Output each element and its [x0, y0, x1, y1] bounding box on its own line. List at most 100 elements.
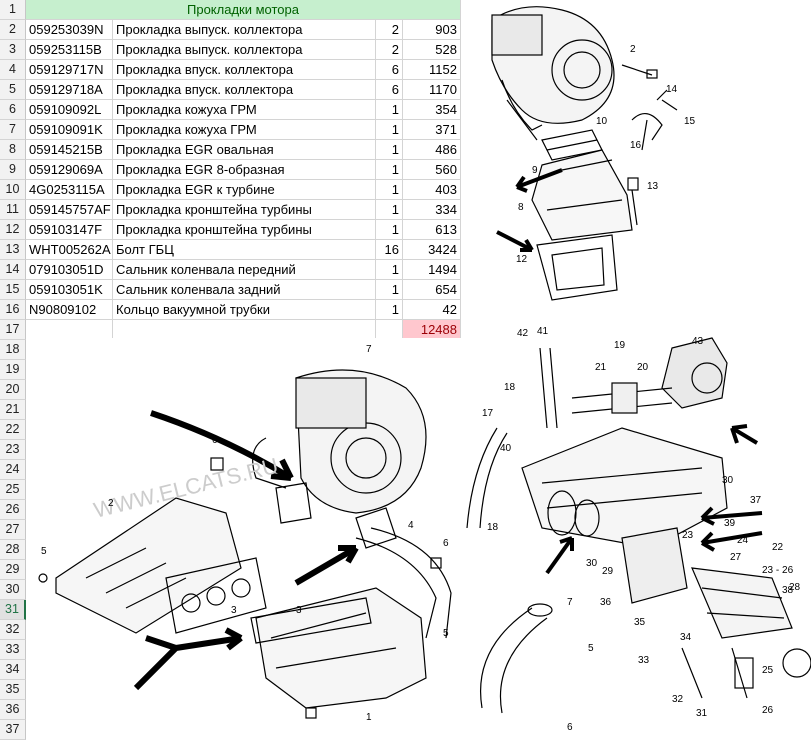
quantity-cell[interactable]: 1 [376, 280, 403, 300]
row-header[interactable]: 17 [0, 320, 26, 340]
quantity-cell[interactable]: 1 [376, 100, 403, 120]
row-header[interactable]: 37 [0, 720, 26, 740]
part-number-cell[interactable]: 059145757AF [26, 200, 113, 220]
part-number-cell[interactable]: 059109091K [26, 120, 113, 140]
part-number-cell[interactable]: 059145215B [26, 140, 113, 160]
part-name-cell[interactable]: Болт ГБЦ [113, 240, 376, 260]
part-number-cell[interactable]: 059129718A [26, 80, 113, 100]
part-number-cell[interactable]: WHT005262A [26, 240, 113, 260]
price-cell[interactable]: 486 [403, 140, 461, 160]
quantity-cell[interactable]: 1 [376, 180, 403, 200]
row-header[interactable]: 25 [0, 480, 26, 500]
quantity-cell[interactable]: 1 [376, 300, 403, 320]
row-header[interactable]: 34 [0, 660, 26, 680]
quantity-cell[interactable]: 6 [376, 60, 403, 80]
row-header[interactable]: 27 [0, 520, 26, 540]
row-header[interactable]: 24 [0, 460, 26, 480]
part-name-cell[interactable]: Прокладка впуск. коллектора [113, 60, 376, 80]
row-header[interactable]: 8 [0, 140, 26, 160]
row-header[interactable]: 28 [0, 540, 26, 560]
quantity-cell[interactable]: 1 [376, 120, 403, 140]
row-header[interactable]: 26 [0, 500, 26, 520]
price-cell[interactable]: 1170 [403, 80, 461, 100]
part-name-cell[interactable]: Сальник коленвала задний [113, 280, 376, 300]
empty-cell[interactable] [376, 320, 403, 340]
price-cell[interactable]: 560 [403, 160, 461, 180]
part-number-cell[interactable]: 059129717N [26, 60, 113, 80]
row-header[interactable]: 33 [0, 640, 26, 660]
part-name-cell[interactable]: Прокладка EGR овальная [113, 140, 376, 160]
row-header[interactable]: 35 [0, 680, 26, 700]
row-header[interactable]: 14 [0, 260, 26, 280]
part-name-cell[interactable]: Прокладка кожуха ГРМ [113, 120, 376, 140]
price-cell[interactable]: 1152 [403, 60, 461, 80]
row-header[interactable]: 18 [0, 340, 26, 360]
price-cell[interactable]: 42 [403, 300, 461, 320]
row-header[interactable]: 22 [0, 420, 26, 440]
part-name-cell[interactable]: Прокладка EGR к турбине [113, 180, 376, 200]
part-number-cell[interactable]: 4G0253115A [26, 180, 113, 200]
part-number-cell[interactable]: 059103051K [26, 280, 113, 300]
row-header[interactable]: 12 [0, 220, 26, 240]
quantity-cell[interactable]: 1 [376, 220, 403, 240]
quantity-cell[interactable]: 1 [376, 160, 403, 180]
price-cell[interactable]: 1494 [403, 260, 461, 280]
part-name-cell[interactable]: Прокладка кожуха ГРМ [113, 100, 376, 120]
row-header[interactable]: 10 [0, 180, 26, 200]
row-header[interactable]: 11 [0, 200, 26, 220]
part-number-cell[interactable]: N90809102 [26, 300, 113, 320]
part-name-cell[interactable]: Прокладка кронштейна турбины [113, 220, 376, 240]
row-header[interactable]: 32 [0, 620, 26, 640]
row-header[interactable]: 31 [0, 600, 26, 620]
row-header[interactable]: 9 [0, 160, 26, 180]
empty-cell[interactable] [113, 320, 376, 340]
quantity-cell[interactable]: 1 [376, 200, 403, 220]
price-cell[interactable]: 334 [403, 200, 461, 220]
price-cell[interactable]: 354 [403, 100, 461, 120]
row-header[interactable]: 7 [0, 120, 26, 140]
sheet-title-cell[interactable]: Прокладки мотора [26, 0, 461, 20]
row-header[interactable]: 3 [0, 40, 26, 60]
part-number-cell[interactable]: 059109092L [26, 100, 113, 120]
part-name-cell[interactable]: Прокладка впуск. коллектора [113, 80, 376, 100]
row-header[interactable]: 21 [0, 400, 26, 420]
row-header[interactable]: 4 [0, 60, 26, 80]
quantity-cell[interactable]: 16 [376, 240, 403, 260]
row-header[interactable]: 16 [0, 300, 26, 320]
row-header[interactable]: 2 [0, 20, 26, 40]
row-header[interactable]: 6 [0, 100, 26, 120]
quantity-cell[interactable]: 1 [376, 260, 403, 280]
part-number-cell[interactable]: 079103051D [26, 260, 113, 280]
price-cell[interactable]: 371 [403, 120, 461, 140]
row-header[interactable]: 20 [0, 380, 26, 400]
price-cell[interactable]: 654 [403, 280, 461, 300]
part-number-cell[interactable]: 059103147F [26, 220, 113, 240]
quantity-cell[interactable]: 2 [376, 40, 403, 60]
part-number-cell[interactable]: 059129069A [26, 160, 113, 180]
part-name-cell[interactable]: Прокладка выпуск. коллектора [113, 40, 376, 60]
part-number-cell[interactable]: 059253115B [26, 40, 113, 60]
row-header[interactable]: 19 [0, 360, 26, 380]
empty-cell[interactable] [26, 320, 113, 340]
row-header[interactable]: 15 [0, 280, 26, 300]
quantity-cell[interactable]: 2 [376, 20, 403, 40]
row-header[interactable]: 36 [0, 700, 26, 720]
part-name-cell[interactable]: Сальник коленвала передний [113, 260, 376, 280]
row-header[interactable]: 30 [0, 580, 26, 600]
part-name-cell[interactable]: Прокладка выпуск. коллектора [113, 20, 376, 40]
row-header[interactable]: 1 [0, 0, 26, 20]
quantity-cell[interactable]: 6 [376, 80, 403, 100]
row-header[interactable]: 5 [0, 80, 26, 100]
price-cell[interactable]: 3424 [403, 240, 461, 260]
row-header[interactable]: 13 [0, 240, 26, 260]
price-cell[interactable]: 903 [403, 20, 461, 40]
total-cell[interactable]: 12488 [403, 320, 461, 340]
part-number-cell[interactable]: 059253039N [26, 20, 113, 40]
row-header[interactable]: 29 [0, 560, 26, 580]
part-name-cell[interactable]: Кольцо вакуумной трубки [113, 300, 376, 320]
price-cell[interactable]: 528 [403, 40, 461, 60]
price-cell[interactable]: 403 [403, 180, 461, 200]
part-name-cell[interactable]: Прокладка EGR 8-образная [113, 160, 376, 180]
price-cell[interactable]: 613 [403, 220, 461, 240]
quantity-cell[interactable]: 1 [376, 140, 403, 160]
